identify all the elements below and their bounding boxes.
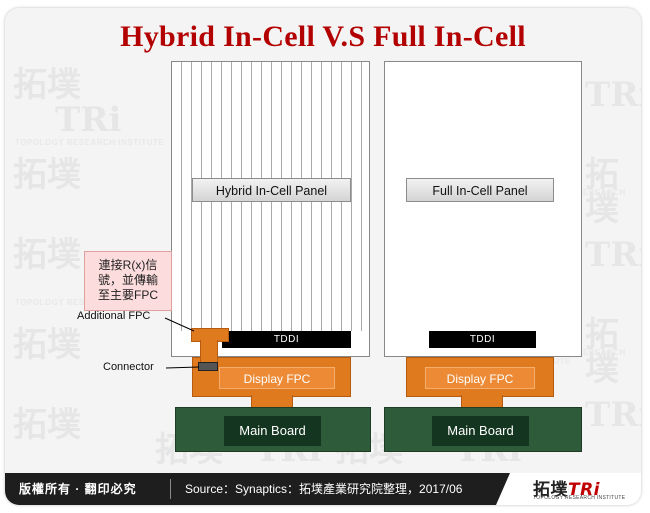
callout-note: 連接R(x)信 號，並傳輸 至主要FPC (84, 251, 172, 311)
footer-bar (5, 473, 510, 505)
watermark-logo: 拓墣 (13, 65, 81, 105)
source-text: Source：Synaptics：拓墣產業研究院整理，2017/06 (185, 482, 463, 496)
watermark-logo: TRi (55, 100, 122, 140)
logo-subtitle: TOPOLOGY RESEARCH INSTITUTE (533, 495, 626, 501)
connector-annotation: Connector (103, 361, 154, 373)
additional-fpc-annotation: Additional FPC (77, 310, 151, 322)
footer-divider (170, 479, 171, 499)
tri-logo: 拓墣TRi TOPOLOGY RESEARCH INSTITUTE (525, 475, 635, 503)
watermark-subtitle: TOPOLOGY RESEARCH INSTITUTE (15, 138, 165, 147)
hybrid-tddi-chip: TDDI (222, 331, 351, 348)
watermark-logo: 拓墣 (585, 155, 619, 229)
slide: 拓墣 TRi 拓墣 拓墣 拓墣 拓墣 TRi 拓墣 TRi 拓墣 TRi 拓墣 … (5, 8, 641, 505)
full-in-cell-panel (384, 61, 582, 357)
hybrid-in-cell-panel (171, 61, 370, 357)
watermark-logo: 拓墣 (585, 315, 619, 389)
full-tddi-chip: TDDI (429, 331, 536, 348)
hybrid-main-board-label: Main Board (224, 416, 321, 446)
slide-title: Hybrid In-Cell V.S Full In-Cell (120, 20, 526, 53)
watermark-logo: 拓墣 (13, 155, 81, 195)
full-panel-label: Full In-Cell Panel (406, 178, 554, 202)
logo-mark: 拓墣TRi (533, 480, 601, 500)
hybrid-fpc-label: Display FPC (219, 367, 335, 389)
connector (198, 362, 218, 371)
copyright-text: 版權所有 · 翻印必究 (19, 482, 137, 496)
full-fpc-label: Display FPC (425, 367, 535, 389)
hybrid-panel-label: Hybrid In-Cell Panel (192, 178, 351, 202)
footer: 版權所有 · 翻印必究 Source：Synaptics：拓墣產業研究院整理，2… (5, 473, 641, 505)
watermark-logo: TRi (585, 395, 641, 435)
full-main-board-label: Main Board (432, 416, 529, 446)
watermark-logo: TRi (585, 75, 641, 115)
watermark-logo: 拓墣 (13, 405, 81, 445)
watermark-logo: TRi (585, 235, 641, 275)
watermark-logo: 拓墣 (13, 325, 81, 365)
watermark-logo: 拓墣 (13, 235, 81, 275)
